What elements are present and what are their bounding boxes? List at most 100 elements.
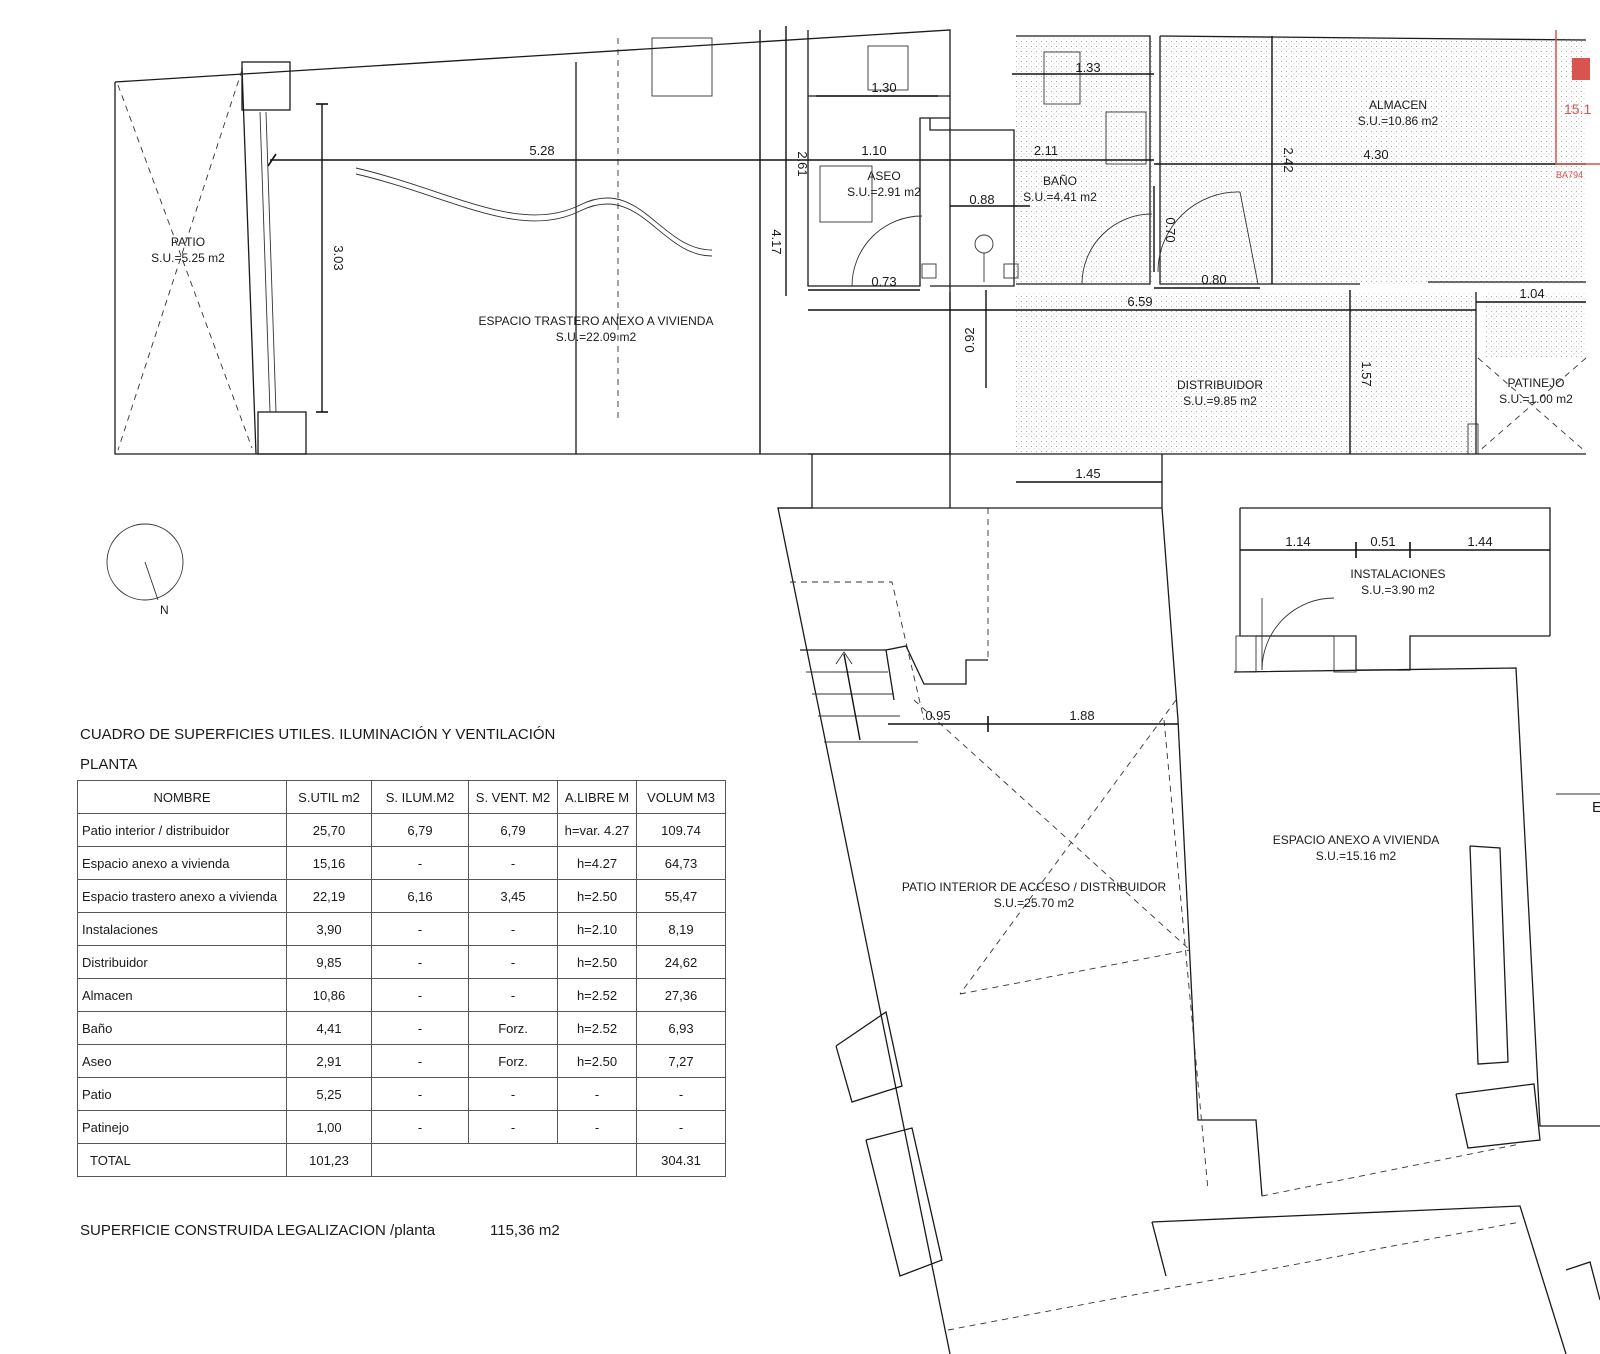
total-empty [371, 1143, 637, 1177]
room-patio-interior-name: PATIO INTERIOR DE ACCESO / DISTRIBUIDOR [902, 880, 1167, 894]
patio-int-cross-2 [959, 699, 1177, 995]
bano-door-swing [1081, 213, 1153, 285]
row-value-cell: 6,79 [468, 813, 558, 847]
stamp-code: BA794 [1556, 170, 1583, 180]
pillar-bottom [257, 411, 307, 455]
anexo-bottom-dash [1261, 1143, 1521, 1197]
row-value-cell: h=var. 4.27 [557, 813, 637, 847]
stair-outline [790, 581, 925, 721]
wc-bano [1043, 51, 1081, 105]
dim-211: 2.11 [1034, 143, 1058, 158]
trastero-outline [114, 29, 951, 455]
anexo-jamb [1455, 1083, 1541, 1149]
central-dash [1163, 719, 1209, 1191]
dim-430: 4.30 [1363, 147, 1388, 162]
col-header: A.LIBRE M [557, 780, 637, 814]
almacen-walls [1159, 36, 1360, 285]
col-header: VOLUM M3 [636, 780, 726, 814]
bottom-wall [1151, 1205, 1567, 1354]
dim-528: 5.28 [529, 143, 554, 158]
row-value-cell: - [468, 846, 558, 880]
row-value-cell: - [371, 945, 469, 979]
margin-letter: E [1592, 799, 1600, 816]
row-value-cell: h=2.50 [557, 1044, 637, 1078]
row-value-cell: h=2.50 [557, 879, 637, 913]
row-value-cell: 15,16 [286, 846, 372, 880]
table-subtitle: PLANTA [80, 756, 138, 773]
dim-417: 4.17 [769, 229, 784, 254]
row-name-cell: Patio [77, 1077, 287, 1111]
row-value-cell: 2,91 [286, 1044, 372, 1078]
access-left-wall [777, 454, 951, 1354]
row-value-cell: - [371, 978, 469, 1012]
row-value-cell: Forz. [468, 1011, 558, 1045]
room-aseo-name: ASEO [867, 169, 900, 183]
patio-wall [241, 67, 257, 455]
edge-pillar [1565, 1261, 1600, 1301]
room-distribuidor-name: DISTRIBUIDOR [1177, 378, 1263, 392]
row-name-cell: Distribuidor [77, 945, 287, 979]
row-value-cell: - [371, 1077, 469, 1111]
bottom-dash [947, 1221, 1521, 1331]
inst-pillar-1 [1235, 635, 1257, 673]
stair-wall [885, 645, 988, 685]
row-value-cell: - [636, 1077, 726, 1111]
almacen-top [1159, 35, 1587, 41]
margin-stamp: 15.1 BA794 E [1555, 30, 1600, 816]
aseo-door-swing [851, 215, 923, 287]
stamp-value: 15.1 [1564, 101, 1591, 117]
dim-070: 0.70 [1163, 217, 1178, 242]
row-value-cell: 3,90 [286, 912, 372, 946]
row-value-cell: 22,19 [286, 879, 372, 913]
inst-pillar-2 [1333, 635, 1357, 673]
almacen-door-leaf [1239, 191, 1259, 285]
room-patio-interior-area: S.U.=25.70 m2 [994, 896, 1075, 910]
room-aseo-area: S.U.=2.91 m2 [847, 185, 921, 199]
area-table: NOMBRE S.UTIL m2 S. ILUM.M2 S. VENT. M2 … [77, 780, 726, 1177]
instalaciones-left [1239, 508, 1357, 670]
row-value-cell: 64,73 [636, 846, 726, 880]
row-value-cell: - [468, 978, 558, 1012]
room-anexo-area: S.U.=15.16 m2 [1316, 849, 1397, 863]
built-area-label: SUPERFICIE CONSTRUIDA LEGALIZACION /plan… [80, 1222, 436, 1239]
row-value-cell: 25,70 [286, 813, 372, 847]
row-value-cell: 6,93 [636, 1011, 726, 1045]
row-value-cell: - [371, 1044, 469, 1078]
wc-aseo [867, 45, 909, 91]
room-patio-area: S.U.=5.25 m2 [151, 251, 225, 265]
row-name-cell: Espacio trastero anexo a vivienda [77, 879, 287, 913]
row-value-cell: - [468, 1077, 558, 1111]
aseo-walls [807, 30, 950, 287]
row-value-cell: h=2.52 [557, 978, 637, 1012]
bano-basin [1105, 111, 1147, 165]
row-name-cell: Almacen [77, 978, 287, 1012]
dim-157: 1.57 [1359, 361, 1374, 386]
dim-114: 1.14 [1285, 534, 1310, 549]
row-value-cell: - [468, 945, 558, 979]
col-header: S. ILUM.M2 [371, 780, 469, 814]
lower-walls [777, 454, 1600, 1354]
dim-130: 1.30 [871, 80, 896, 95]
hatched-areas [1016, 38, 1586, 454]
row-value-cell: - [636, 1110, 726, 1144]
row-value-cell: 5,25 [286, 1077, 372, 1111]
row-value-cell: 10,86 [286, 978, 372, 1012]
row-value-cell: 9,85 [286, 945, 372, 979]
row-name-cell: Aseo [77, 1044, 287, 1078]
room-bano-area: S.U.=4.41 m2 [1023, 190, 1097, 204]
inst-door-swing [1261, 597, 1335, 671]
row-value-cell: h=4.27 [557, 846, 637, 880]
hatch-bano [1016, 38, 1152, 284]
dim-080: 0.80 [1201, 272, 1226, 287]
row-value-cell: - [371, 1011, 469, 1045]
anexo-niche [1469, 845, 1509, 1065]
curved-element-2 [355, 173, 713, 257]
hatch-almacen [1160, 38, 1586, 284]
row-name-cell: Patio interior / distribuidor [77, 813, 287, 847]
